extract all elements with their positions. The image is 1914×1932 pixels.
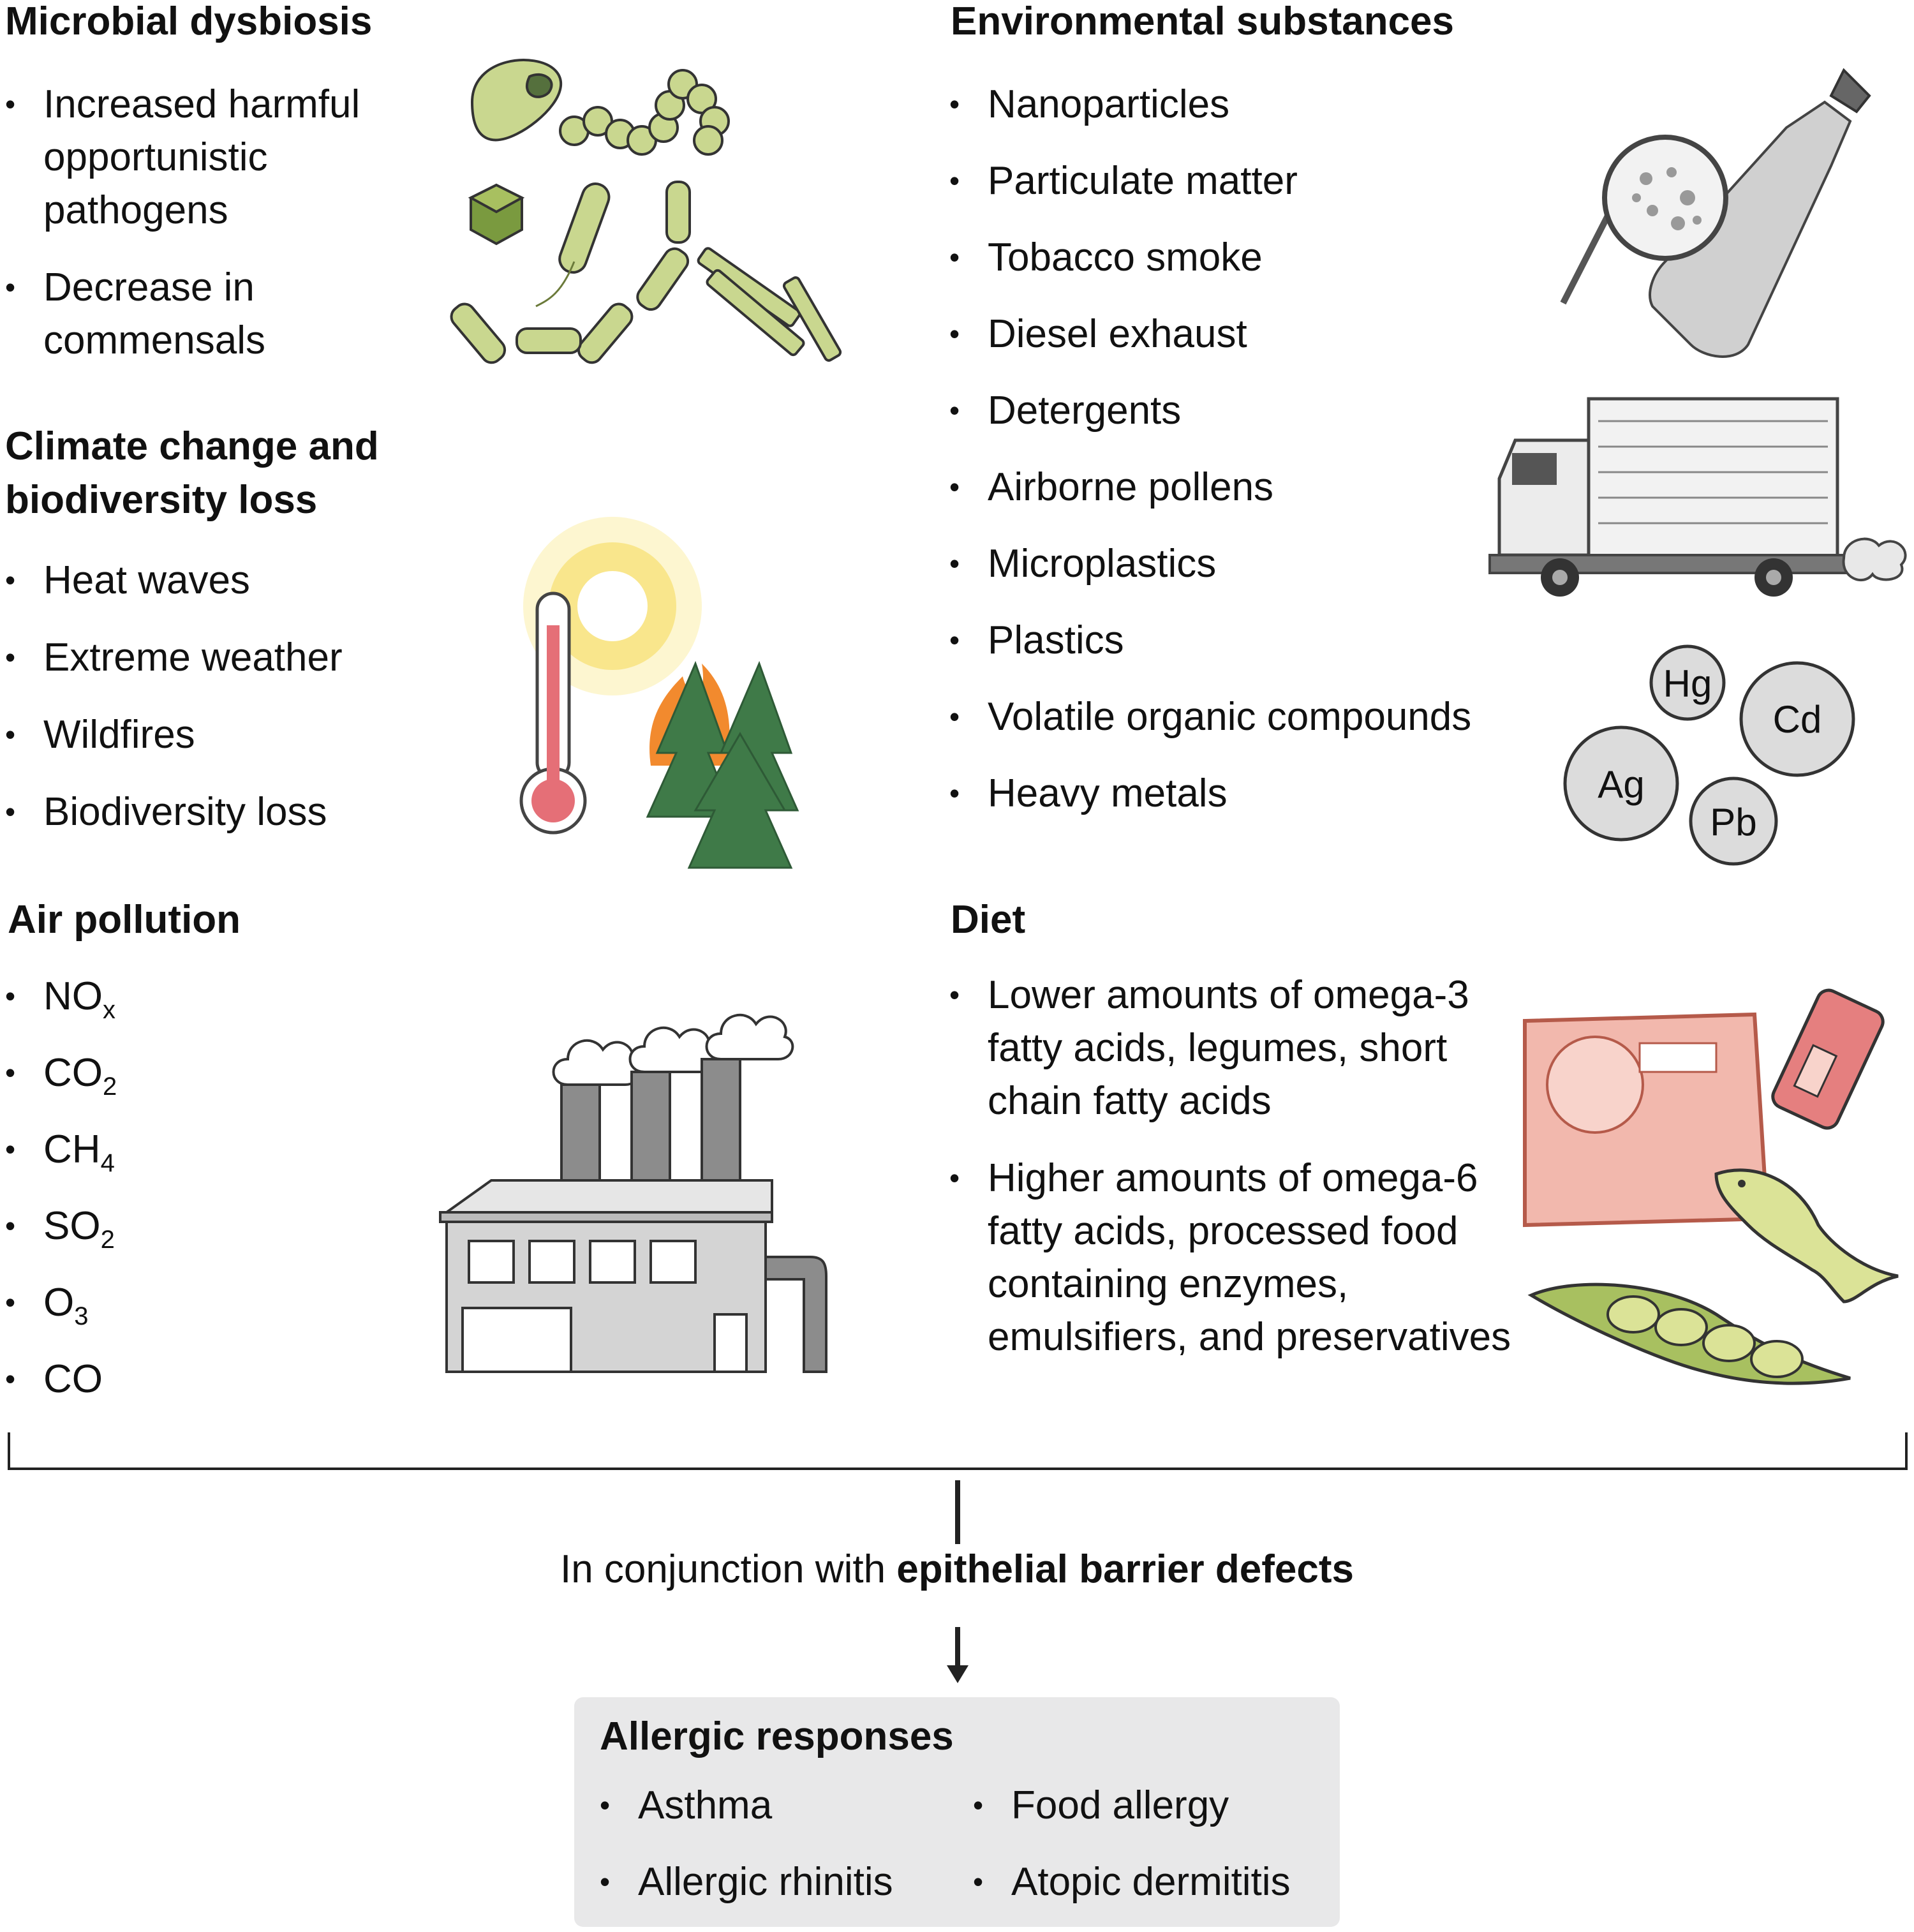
list-item: CO (5, 1353, 260, 1406)
list-item: NOx (5, 970, 260, 1023)
pea-pod-icon (1527, 1282, 1851, 1385)
list-item: Volatile organic compounds (949, 690, 1549, 743)
list-item: Heavy metals (949, 767, 1549, 820)
list-item: Tobacco smoke (949, 231, 1549, 284)
list-item: Detergents (949, 384, 1549, 437)
allergic-list-right: Food allergy Atopic dermititis (973, 1779, 1330, 1932)
conjunction-prefix: In conjunction with (560, 1547, 897, 1591)
list-item: Allergic rhinitis (600, 1855, 957, 1908)
allergic-list-left: Asthma Allergic rhinitis (600, 1779, 957, 1932)
metal-label-ag: Ag (1598, 763, 1644, 806)
factory-illustration (439, 1013, 827, 1373)
soda-can-icon (1771, 988, 1885, 1130)
diet-illustration (1523, 988, 1899, 1385)
list-item: Atopic dermititis (973, 1855, 1330, 1908)
tree-icon (646, 660, 799, 869)
plastic-bottle-icon (1649, 68, 1871, 358)
snack-bag-icon (1523, 1012, 1770, 1228)
microbial-dysbiosis-title: Microbial dysbiosis (5, 0, 373, 43)
list-item: CH4 (5, 1123, 260, 1176)
list-item: CO2 (5, 1046, 260, 1099)
thermometer-icon (519, 591, 587, 835)
bracket-connector (8, 1432, 1908, 1683)
heavy-metals-illustration: Hg Cd Ag Pb (1563, 644, 1855, 866)
conjunction-bold: epithelial barrier defects (896, 1547, 1354, 1591)
list-item: Diesel exhaust (949, 308, 1549, 360)
list-item: Heat waves (5, 554, 413, 607)
climate-list: Heat waves Extreme weather Wildfires Bio… (5, 554, 413, 863)
list-item: Plastics (949, 614, 1549, 667)
climate-title-line1: Climate change and (5, 424, 379, 468)
list-item: Microplastics (949, 537, 1549, 590)
conjunction-text: In conjunction with epithelial barrier d… (0, 1543, 1914, 1596)
climate-title: Climate change and biodiversity loss (5, 420, 379, 527)
list-item: Lower amounts of omega-3 fatty acids, le… (949, 969, 1536, 1127)
list-item: Airborne pollens (949, 461, 1549, 514)
fish-icon (1714, 1168, 1899, 1304)
magnifier-icon (1560, 135, 1728, 305)
allergic-responses-title: Allergic responses (600, 1714, 954, 1758)
metal-label-pb: Pb (1710, 801, 1756, 843)
metal-label-cd: Cd (1773, 698, 1822, 741)
plastic-bottle-illustration (1560, 68, 1871, 358)
climate-title-line2: biodiversity loss (5, 478, 318, 522)
list-item: Nanoparticles (949, 78, 1549, 131)
metal-label-hg: Hg (1663, 662, 1712, 705)
list-item: Particulate matter (949, 154, 1549, 207)
list-item: Wildfires (5, 708, 413, 761)
microbes-illustration (450, 59, 842, 364)
truck-illustration (1488, 397, 1907, 597)
diet-list: Lower amounts of omega-3 fatty acids, le… (949, 969, 1536, 1388)
air-pollution-list: NOx CO2 CH4 SO2 O3 CO (5, 970, 260, 1429)
environmental-title: Environmental substances (951, 0, 1455, 43)
list-item: Decrease in commensals (5, 261, 401, 367)
list-item: Biodiversity loss (5, 785, 413, 838)
list-item: Extreme weather (5, 631, 413, 684)
microbial-dysbiosis-list: Increased harmful opportunistic pathogen… (5, 78, 401, 391)
list-item: Increased harmful opportunistic pathogen… (5, 78, 401, 237)
list-item: Higher amounts of omega-6 fatty acids, p… (949, 1152, 1536, 1364)
diet-title: Diet (951, 898, 1026, 942)
list-item: O3 (5, 1276, 260, 1329)
list-item: SO2 (5, 1200, 260, 1252)
list-item: Asthma (600, 1779, 957, 1832)
allergic-responses-box: Allergic responses Asthma Allergic rhini… (574, 1697, 1340, 1927)
list-item: Food allergy (973, 1779, 1330, 1832)
air-pollution-title: Air pollution (8, 898, 241, 942)
climate-illustration (519, 517, 799, 869)
environmental-list: Nanoparticles Particulate matter Tobacco… (949, 78, 1549, 843)
